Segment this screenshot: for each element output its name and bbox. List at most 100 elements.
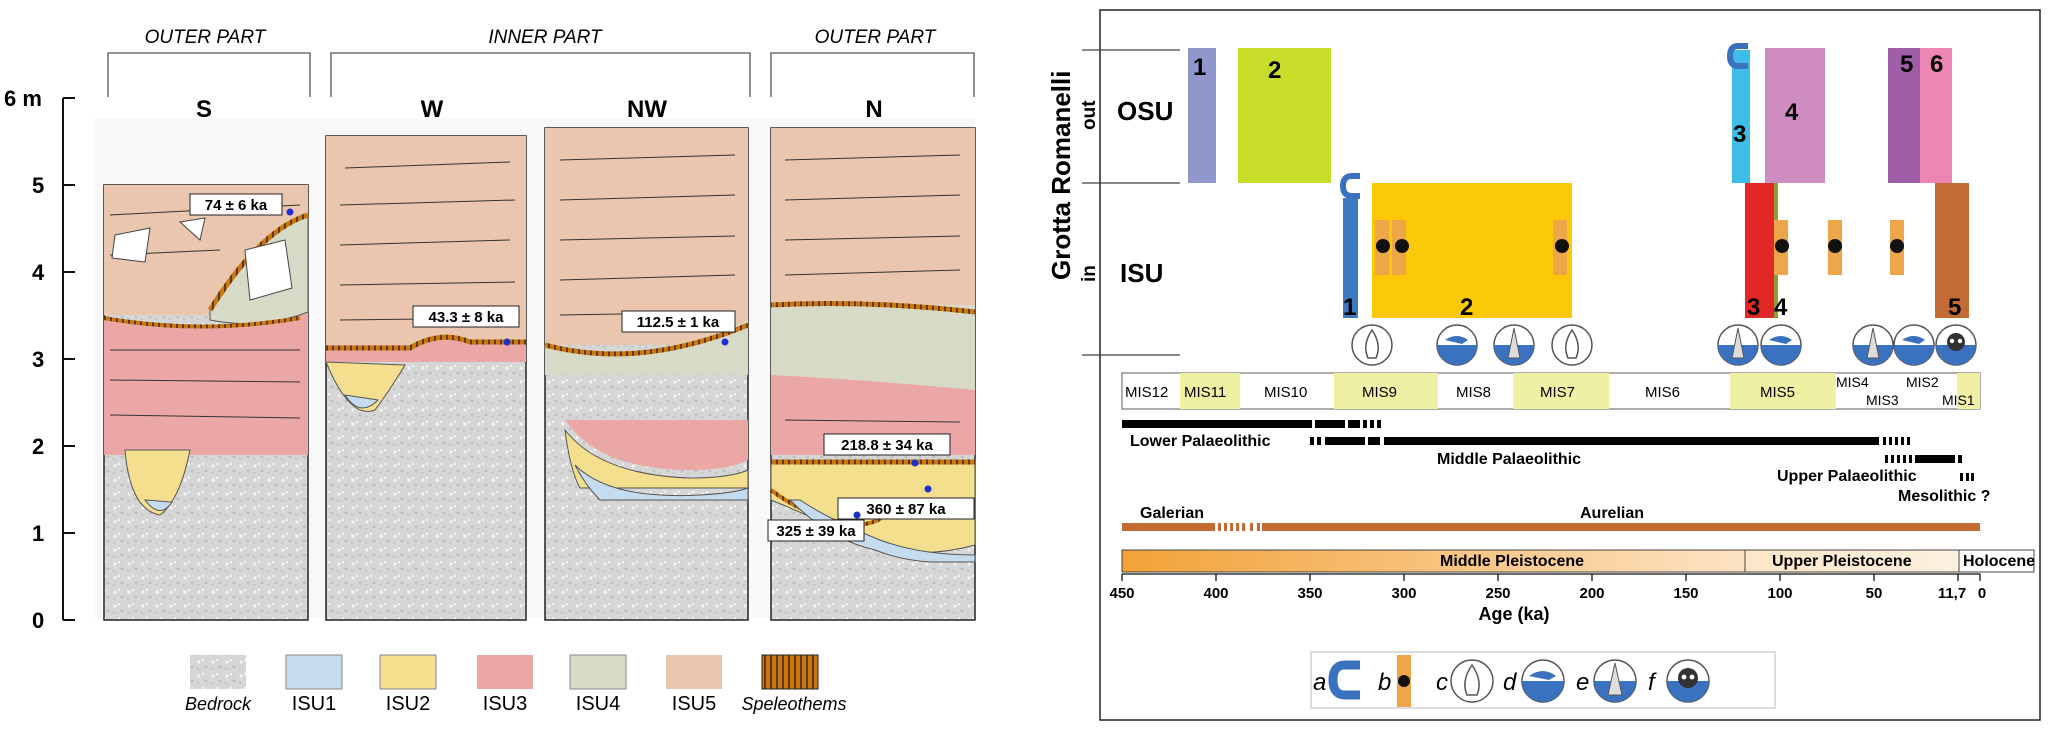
cup-icon <box>1328 660 1360 700</box>
site-title: Grotta Romanelli <box>1046 71 1076 280</box>
chronology-panel: Grotta Romanelli out in OSU ISU 1 2 3 4 … <box>1046 9 2041 721</box>
isu-number-4: 4 <box>1774 294 1788 321</box>
age-tick-100: 100 <box>1767 585 1792 602</box>
legend-swatch-isu1 <box>285 654 343 690</box>
legend-e: e <box>1576 669 1589 696</box>
osu-bar-1 <box>1188 48 1216 183</box>
age-tick-300: 300 <box>1391 585 1416 602</box>
osu-number-3: 3 <box>1733 121 1746 148</box>
out-label: out <box>1079 100 1100 130</box>
isu-number-2: 2 <box>1460 294 1473 321</box>
y-ticks <box>63 97 75 621</box>
legend-swatch-isu5 <box>666 655 722 689</box>
osu-bars: 1 2 3 4 5 6 <box>1188 43 1952 183</box>
legend-d: d <box>1503 669 1517 696</box>
section-label-s: S <box>196 96 212 123</box>
culture-lower-palaeolithic: Lower Palaeolithic <box>1130 433 1271 450</box>
mis-5: MIS5 <box>1760 384 1795 401</box>
plant-icon-2 <box>1717 324 1759 366</box>
osu-number-1: 1 <box>1193 54 1206 81</box>
osu-label: OSU <box>1117 96 1173 126</box>
age-tick-350: 350 <box>1297 585 1322 602</box>
culture-upper-palaeolithic: Upper Palaeolithic <box>1777 468 1917 485</box>
date-label-6: 325 ± 39 ka <box>776 523 856 540</box>
osu-bar-3 <box>1732 50 1750 183</box>
osu-bar-4 <box>1765 48 1825 183</box>
age-tick-50: 50 <box>1866 585 1883 602</box>
section-label-n: N <box>865 96 882 123</box>
legend-swatch-isu3 <box>477 655 533 689</box>
culture-middle-palaeolithic: Middle Palaeolithic <box>1437 451 1581 468</box>
osu-number-6: 6 <box>1930 51 1943 78</box>
date-label-4: 218.8 ± 34 ka <box>841 437 933 454</box>
mis-8: MIS8 <box>1456 384 1491 401</box>
date-label-3: 112.5 ± 1 ka <box>637 314 720 331</box>
legend-swatch-isu2 <box>379 654 437 690</box>
legend-label-isu2: ISU2 <box>386 693 430 715</box>
y-label-5: 5 <box>32 173 44 198</box>
section-label-w: W <box>421 96 444 123</box>
isu-bar-5 <box>1935 183 1969 318</box>
bird-icon-2 <box>1760 324 1802 366</box>
isu-bar-1 <box>1343 198 1358 318</box>
y-label-3: 3 <box>32 347 44 372</box>
date-label-1: 74 ± 6 ka <box>205 197 268 214</box>
legend-label-bedrock: Bedrock <box>185 694 252 714</box>
part-bracket-n <box>770 52 975 97</box>
legend-f: f <box>1648 669 1657 696</box>
bird-icon-legend <box>1521 659 1565 703</box>
age-tick-400: 400 <box>1203 585 1228 602</box>
part-bracket-s <box>107 52 311 97</box>
legend-b: b <box>1378 669 1391 696</box>
mis-4: MIS4 <box>1836 374 1869 390</box>
leaf-icon <box>1351 324 1393 366</box>
part-bracket-inner <box>330 52 751 97</box>
age-tick-150: 150 <box>1673 585 1698 602</box>
date-label-2: 43.3 ± 8 ka <box>429 309 505 326</box>
y-label-4: 4 <box>32 260 45 285</box>
epoch-holocene: Holocene <box>1963 553 2035 570</box>
mis-10: MIS10 <box>1264 384 1307 401</box>
osu-number-2: 2 <box>1268 57 1281 84</box>
osu-bar-5 <box>1888 48 1920 183</box>
legend-label-isu5: ISU5 <box>672 693 716 715</box>
plant-icon-3 <box>1852 324 1894 366</box>
epoch-bar: Middle Pleistocene Upper Pleistocene Hol… <box>1121 549 2035 573</box>
bird-icon-3 <box>1893 324 1935 366</box>
part-label-inner: INNER PART <box>488 27 603 48</box>
culture-bars <box>1122 420 1974 481</box>
isu-bars: 1 2 3 4 5 <box>1339 173 1969 321</box>
mis-7: MIS7 <box>1540 384 1575 401</box>
bird-icon <box>1436 324 1478 366</box>
section-w: 43.3 ± 8 ka <box>325 135 527 621</box>
isu-number-1: 1 <box>1343 294 1356 321</box>
symbol-legend: a b c d e f <box>1310 651 1776 709</box>
legend-label-speleothems: Speleothems <box>741 694 846 714</box>
legend-swatch-speleothems <box>761 654 819 690</box>
osu-bar-2 <box>1238 48 1331 183</box>
age-tick-0: 0 <box>1978 585 1986 602</box>
culture-mesolithic: Mesolithic ? <box>1898 488 1990 505</box>
mis-9: MIS9 <box>1362 384 1397 401</box>
age-axis-label: Age (ka) <box>1478 604 1549 624</box>
mis-11: MIS11 <box>1184 384 1226 401</box>
legend-label-isu1: ISU1 <box>292 693 336 715</box>
isu-number-3: 3 <box>1747 294 1760 321</box>
age-axis <box>1121 573 1981 581</box>
fossil-icons <box>1351 324 1977 366</box>
y-label-0: 0 <box>32 608 44 633</box>
age-tick-450: 450 <box>1109 585 1134 602</box>
age-tick-200: 200 <box>1579 585 1604 602</box>
in-label: in <box>1079 265 1100 282</box>
leaf-icon-legend <box>1450 659 1494 703</box>
y-label-1: 1 <box>32 521 44 546</box>
stratigraphy-legend: Bedrock ISU1 ISU2 ISU3 ISU4 ISU5 Speleot… <box>185 654 847 715</box>
mis-1: MIS1 <box>1942 392 1975 408</box>
epoch-middle-pleistocene: Middle Pleistocene <box>1440 553 1584 570</box>
legend-swatch-isu4 <box>569 654 627 690</box>
osu-bar-6 <box>1920 48 1952 183</box>
osu-cup-icon <box>1726 43 1748 69</box>
section-s: 74 ± 6 ka <box>103 184 309 621</box>
isu-label: ISU <box>1120 258 1163 288</box>
skull-icon-legend <box>1666 659 1710 703</box>
